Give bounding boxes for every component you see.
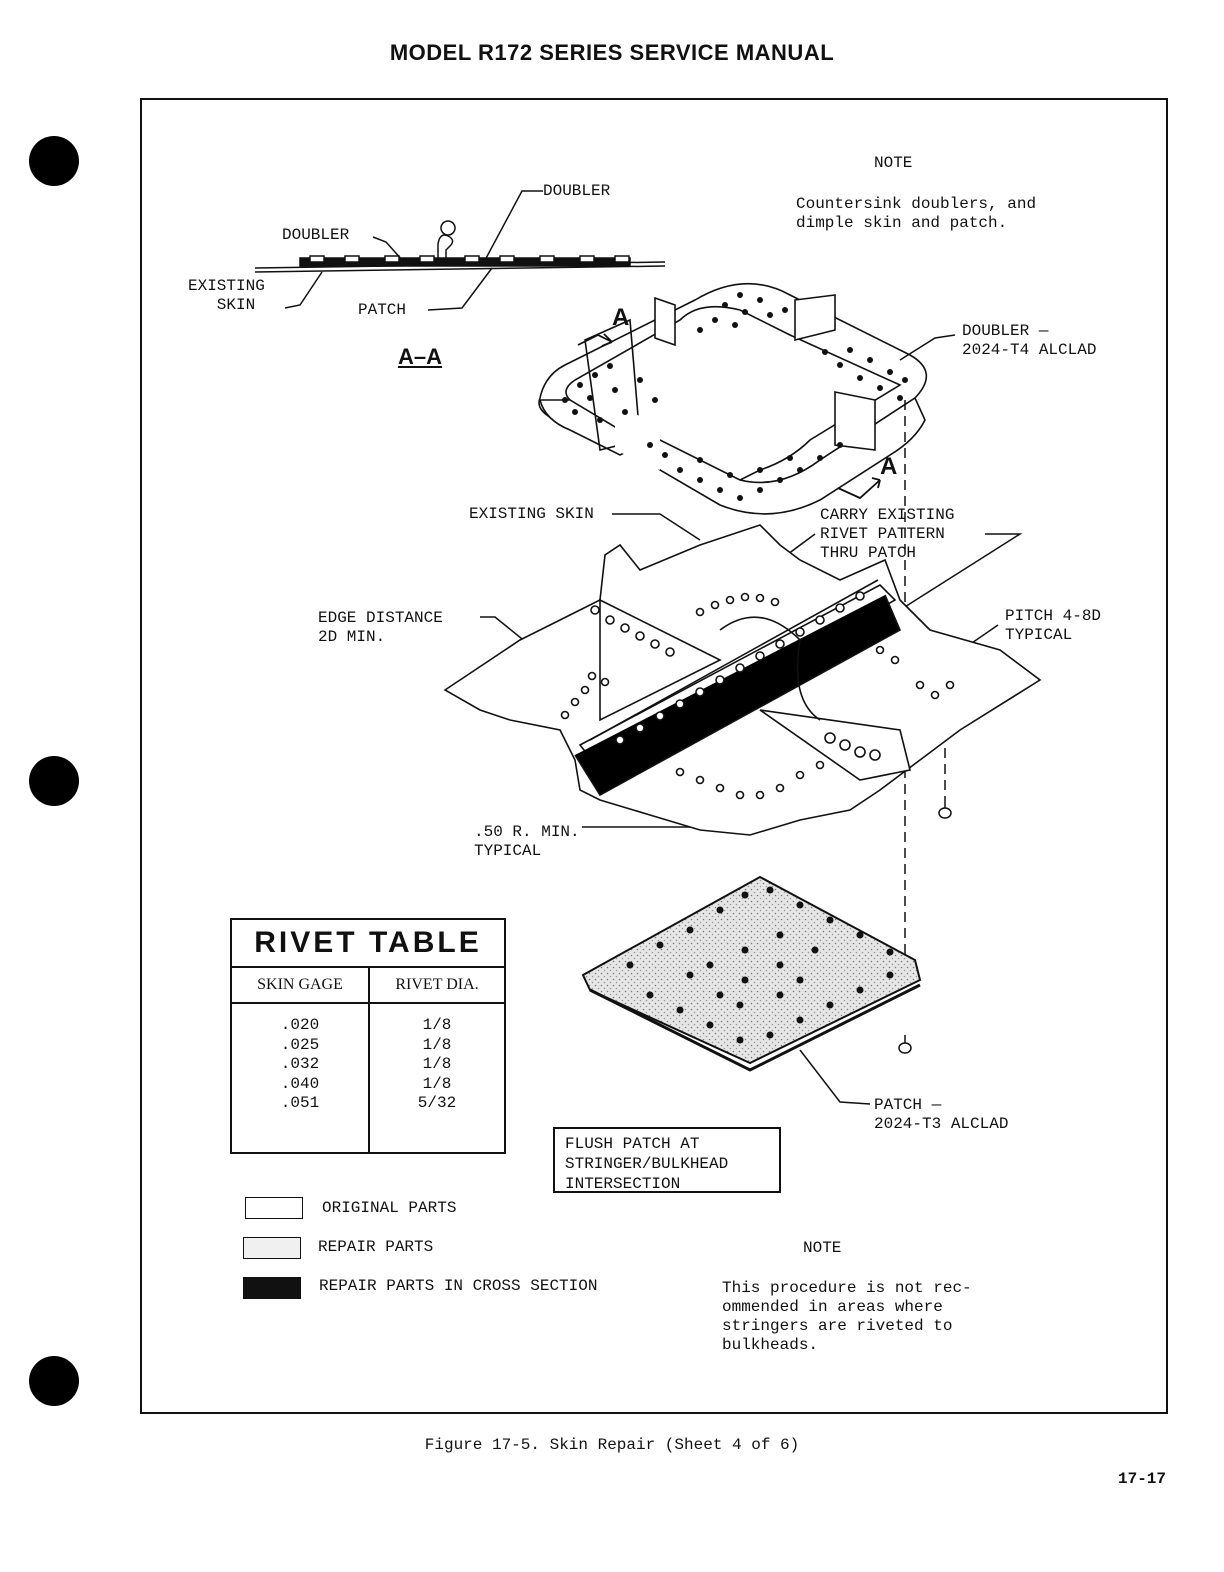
legend-swatch-original <box>245 1197 303 1219</box>
label-doubler-aa-left: DOUBLER <box>282 226 350 244</box>
callout-radius: .50 R. MIN. TYPICAL <box>474 823 580 860</box>
rivet-table: RIVET TABLE SKIN GAGE RIVET DIA. .020 .0… <box>230 918 506 1154</box>
callout-carry-pattern: CARRY EXISTING RIVET PATTERN THRU PATCH <box>820 506 955 562</box>
view-a-marker-top: A <box>612 304 630 331</box>
note-top-heading: NOTE <box>874 154 913 172</box>
figure-frame <box>140 98 1168 1414</box>
legend-swatch-repair <box>243 1237 301 1259</box>
section-arrows <box>577 333 881 500</box>
callout-patch-material: PATCH — 2024-T3 ALCLAD <box>874 1096 1009 1133</box>
header-skin-gage: SKIN GAGE <box>232 968 370 1002</box>
section-aa-drawing <box>254 190 666 311</box>
legend-repair: REPAIR PARTS <box>318 1238 434 1256</box>
rivet-table-title: RIVET TABLE <box>232 920 504 968</box>
patch-drawing <box>581 875 922 1072</box>
binder-hole-top <box>29 136 79 186</box>
callout-existing-skin: EXISTING SKIN <box>469 505 594 523</box>
note-bottom-text: This procedure is not rec- ommended in a… <box>722 1279 972 1354</box>
figure-label-box: FLUSH PATCH AT STRINGER/BULKHEAD INTERSE… <box>553 1127 781 1193</box>
figure-caption: Figure 17-5. Skin Repair (Sheet 4 of 6) <box>424 1436 800 1454</box>
rivet-icons <box>898 800 952 1054</box>
section-aa-title: A–A <box>398 344 443 369</box>
callout-doubler-material: DOUBLER — 2024-T4 ALCLAD <box>962 322 1097 359</box>
skin-gage-values: .020 .025 .032 .040 .051 <box>232 1004 370 1154</box>
callout-edge-distance: EDGE DISTANCE 2D MIN. <box>318 609 443 646</box>
label-patch-aa: PATCH <box>358 301 407 319</box>
rivet-table-header: SKIN GAGE RIVET DIA. <box>232 968 504 1004</box>
doubler-drawing <box>538 282 928 515</box>
view-a-marker-bottom: A <box>880 453 898 480</box>
label-existing-skin-aa: EXISTING SKIN <box>188 277 265 314</box>
binder-hole-bottom <box>29 1356 79 1406</box>
legend-swatch-repair-cross <box>243 1277 301 1299</box>
existing-skin-drawing <box>443 524 1042 836</box>
callout-pitch: PITCH 4-8D TYPICAL <box>1005 607 1102 644</box>
note-bottom-heading: NOTE <box>803 1239 842 1257</box>
binder-hole-middle <box>29 756 79 806</box>
header-rivet-dia: RIVET DIA. <box>395 976 479 993</box>
page-title: MODEL R172 SERIES SERVICE MANUAL <box>389 40 835 65</box>
legend-repair-cross: REPAIR PARTS IN CROSS SECTION <box>319 1277 598 1295</box>
page-number: 17-17 <box>1118 1470 1167 1488</box>
label-doubler-aa: DOUBLER <box>543 182 611 200</box>
legend-original: ORIGINAL PARTS <box>322 1199 457 1217</box>
rivet-table-body: .020 .025 .032 .040 .051 1/8 1/8 1/8 1/8… <box>232 1004 504 1154</box>
note-top-text: Countersink doublers, and dimple skin an… <box>796 195 1037 232</box>
rivet-dia-values: 1/8 1/8 1/8 1/8 5/32 <box>417 1016 457 1112</box>
